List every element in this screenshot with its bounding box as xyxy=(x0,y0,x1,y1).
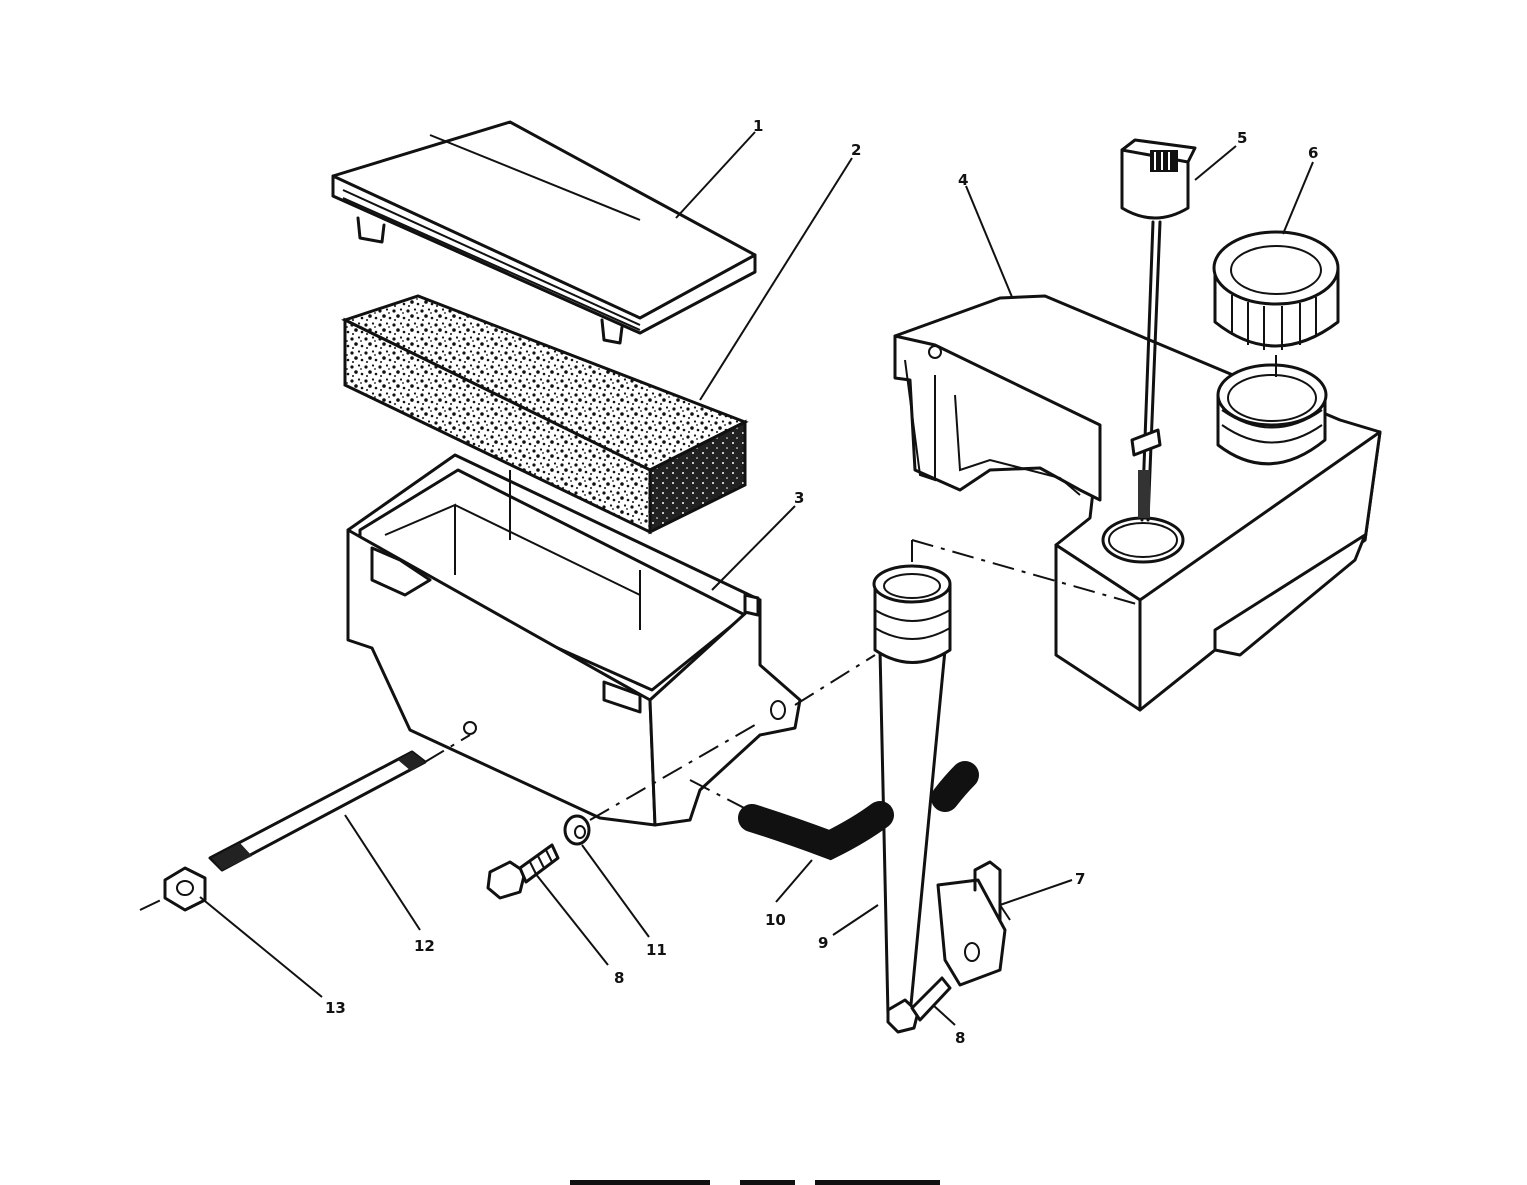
long-bolt xyxy=(208,750,427,872)
callout-11: 11 xyxy=(646,941,667,959)
callout-5: 5 xyxy=(1237,129,1247,147)
assembly-center-lines xyxy=(139,355,1277,911)
callout-4: 4 xyxy=(958,171,968,189)
fuel-tank-neck xyxy=(1216,363,1328,466)
air-cleaner-cover xyxy=(331,120,757,345)
callout-8-right: 8 xyxy=(955,1029,965,1047)
callout-1: 1 xyxy=(753,117,763,135)
callout-8-left: 8 xyxy=(614,969,624,987)
callout-12: 12 xyxy=(414,937,435,955)
bolt-small-left xyxy=(486,843,560,900)
dipstick xyxy=(1120,138,1197,522)
bolt-small-right xyxy=(886,976,952,1034)
flange-nut xyxy=(163,866,207,912)
washer xyxy=(563,814,591,846)
callout-6: 6 xyxy=(1308,144,1318,162)
air-cleaner-body xyxy=(346,453,802,827)
foam-filter-element xyxy=(341,294,749,535)
breather-hose xyxy=(738,761,979,861)
fuel-cap xyxy=(1212,230,1340,350)
leader-lines xyxy=(199,131,1314,1026)
callout-13: 13 xyxy=(325,999,346,1017)
callout-9: 9 xyxy=(818,934,828,952)
cropped-caption-fragment xyxy=(570,1180,940,1185)
callout-3: 3 xyxy=(794,489,804,507)
callout-10: 10 xyxy=(765,911,786,929)
breather-tube xyxy=(872,564,1007,1017)
callout-7: 7 xyxy=(1075,870,1085,888)
callout-labels: 1 2 3 4 5 6 7 8 8 9 10 11 12 13 xyxy=(325,117,1318,1047)
callout-2: 2 xyxy=(851,141,861,159)
fuel-tank xyxy=(893,294,1382,712)
